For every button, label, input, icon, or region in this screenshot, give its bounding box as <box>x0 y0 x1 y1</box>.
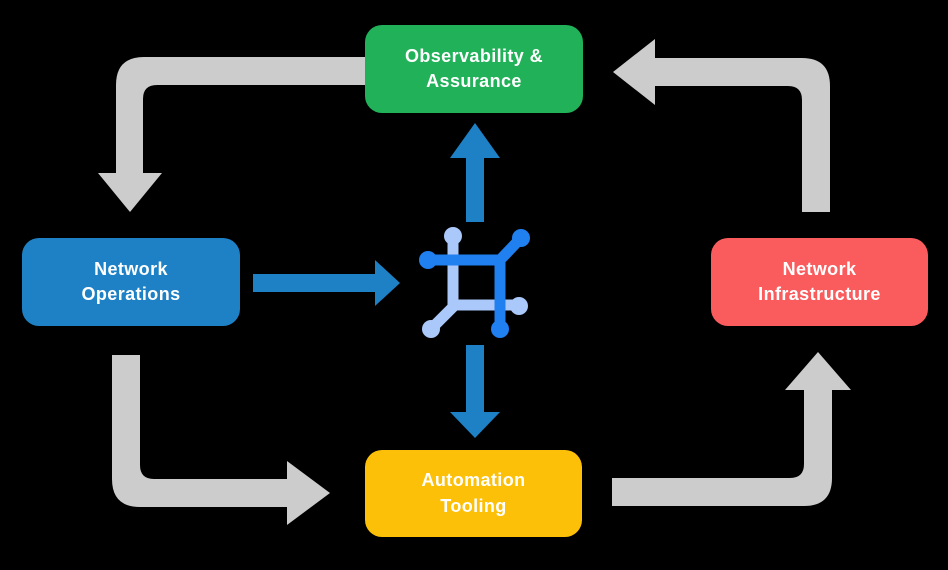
arrow-center-to-automation <box>450 345 500 438</box>
icon-node-top <box>444 227 462 245</box>
icon-dark-lines <box>424 233 526 333</box>
arrow-infrastructure-to-observability <box>613 39 830 212</box>
arrow-automation-to-infrastructure <box>612 352 851 506</box>
icon-node-left <box>419 251 437 269</box>
arrow-center-to-observability <box>450 123 500 222</box>
network-fabric-icon <box>419 227 530 338</box>
icon-node-bottom <box>491 320 509 338</box>
node-observability-assurance: Observability & Assurance <box>365 25 583 113</box>
network-fabric-icon-dark-links <box>419 229 530 338</box>
icon-node-bottom-left <box>422 320 440 338</box>
node-network-infrastructure: Network Infrastructure <box>711 238 928 326</box>
node-network-operations: Network Operations <box>22 238 240 326</box>
arrow-operations-to-center <box>253 260 400 306</box>
node-automation-tooling: Automation Tooling <box>365 450 582 537</box>
icon-node-top-right <box>512 229 530 247</box>
icon-node-right <box>510 297 528 315</box>
arrow-operations-to-automation <box>112 355 330 525</box>
arrow-observability-to-operations <box>98 57 368 212</box>
